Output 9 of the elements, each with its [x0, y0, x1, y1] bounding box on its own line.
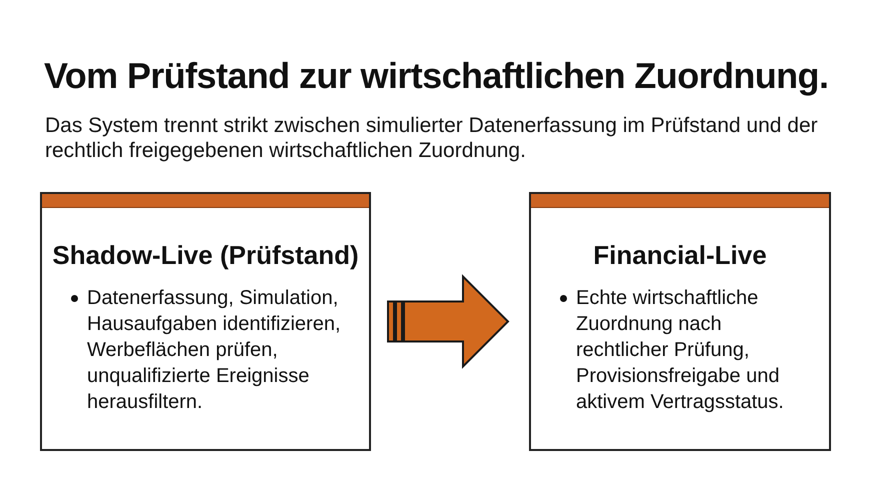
card-heading: Financial-Live [592, 239, 768, 271]
subtitle: Das System trennt strikt zwischen simulierter Datenerfassung im Prüfstand und der rechtlich freigegebenen wirtschaftlichen Zuordnung. [45, 113, 819, 163]
block-arrow [387, 274, 510, 369]
title: Vom Prüfstand zur wirtschaftlichen Zuordnung. [44, 54, 828, 98]
card [40, 192, 371, 451]
bullet-text: Datenerfassung, Simulation, Hausaufgaben identifizieren, Werbeflächen prüfen, unqualifizierte Ereignisse herausfiltern. [87, 286, 342, 415]
card [529, 192, 831, 451]
card-heading: Shadow-Live (Prüfstand) [51, 239, 360, 271]
bullet-text: Echte wirtschaftliche Zuordnung nach rechtlicher Prüfung, Provisionsfreigabe und aktivem Vertragsstatus. [576, 286, 785, 415]
